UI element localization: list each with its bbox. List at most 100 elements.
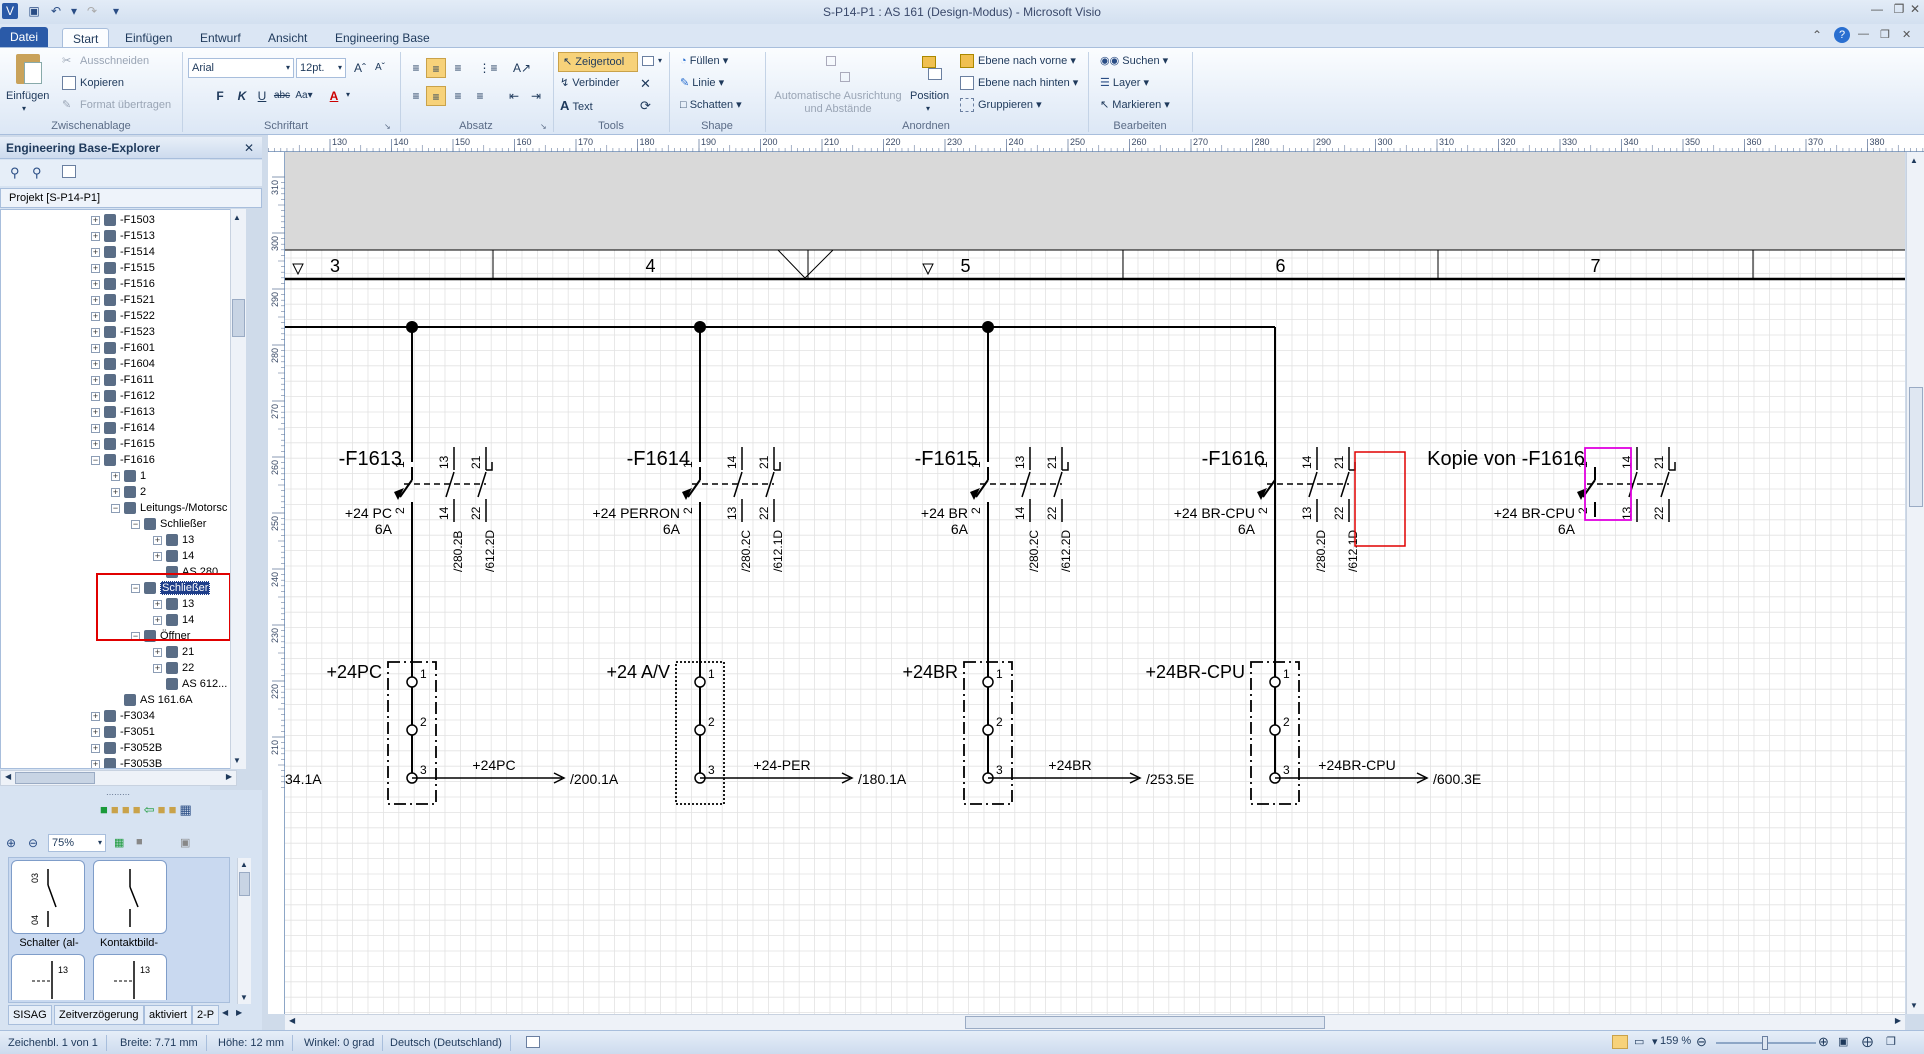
redo-icon[interactable]: ↷ [86, 4, 98, 18]
collapse-icon[interactable]: − [111, 502, 120, 513]
expand-icon[interactable]: + [153, 550, 162, 561]
tree-item[interactable]: AS 280.. [153, 564, 224, 580]
expand-icon[interactable]: + [91, 374, 100, 385]
align-center-button[interactable]: ≡ [426, 86, 446, 106]
search-icon[interactable]: ⚲ [10, 165, 20, 180]
bullets-button[interactable]: ⋮≡ [478, 61, 498, 75]
expand-icon[interactable]: + [91, 422, 100, 433]
tab-aktiviert[interactable]: aktiviert [144, 1005, 192, 1025]
tree-item[interactable]: −Leitungs-/Motorsc [111, 500, 227, 516]
folder-up-icon[interactable]: ■ [157, 802, 166, 817]
paste-icon[interactable] [10, 52, 50, 88]
close-panel-icon[interactable]: ✕ [243, 141, 254, 155]
bring-forward-button[interactable]: Ebene nach vorne ▾ [960, 54, 1076, 69]
tree-item[interactable]: +21 [153, 644, 194, 660]
justify-button[interactable]: ≡ [476, 89, 484, 103]
zoom-slider-thumb[interactable] [1762, 1036, 1768, 1050]
zoom-level[interactable]: 159 % [1660, 1035, 1692, 1047]
tree-item[interactable]: +-F1514 [91, 244, 155, 260]
expand-icon[interactable]: + [91, 390, 100, 401]
stencil-contact-shape[interactable] [93, 860, 167, 934]
expand-icon[interactable]: + [91, 326, 100, 337]
paragraph-dialog-launcher-icon[interactable]: ↘ [540, 122, 547, 131]
expand-icon[interactable]: + [153, 598, 162, 609]
underline-button[interactable]: U [257, 89, 267, 103]
doc-restore-button[interactable]: ❐ [1880, 29, 1890, 41]
tree-item[interactable]: +1 [111, 468, 146, 484]
text-direction-button[interactable]: A↗ [512, 61, 532, 75]
tree-item[interactable]: +-F1613 [91, 404, 155, 420]
tab-datei[interactable]: Datei [0, 27, 49, 48]
shape-tool-dropdown-icon[interactable]: ▾ [658, 56, 663, 65]
tab-einfuegen[interactable]: Einfügen [125, 31, 173, 45]
stencil-scrollbar[interactable]: ▲ ▼ [237, 858, 251, 1004]
shadow-button[interactable]: □ Schatten ▾ [680, 99, 742, 111]
bold-button[interactable]: F [216, 89, 224, 103]
tree-item[interactable]: −Schließer [131, 580, 211, 596]
decrease-indent-button[interactable]: ⇤ [508, 89, 520, 103]
tree-item[interactable]: +2 [111, 484, 146, 500]
new-icon[interactable]: ■ [100, 802, 108, 817]
pan-zoom-icon[interactable]: ⨁ [1862, 1036, 1873, 1048]
save-icon[interactable]: ▣ [28, 4, 40, 18]
font-color-button[interactable]: A [329, 89, 339, 103]
tab-zeitverzoegerung[interactable]: Zeitverzögerung [54, 1005, 144, 1025]
collapse-icon[interactable]: − [131, 518, 140, 529]
tree-item[interactable]: AS 161.6A [111, 692, 193, 708]
expand-icon[interactable]: + [91, 214, 100, 225]
pointer-tool-button[interactable]: ↖ Zeigertool [558, 52, 638, 72]
layer-button[interactable]: ☰ Layer ▾ [1100, 77, 1150, 89]
filter-icon[interactable]: ⚲ [32, 165, 42, 180]
doc-close-button[interactable]: ✕ [1902, 29, 1912, 41]
zoom-out-icon[interactable]: ⊖ [28, 836, 39, 850]
tab-engineering-base[interactable]: Engineering Base [335, 31, 430, 45]
collapse-ribbon-icon[interactable]: ⌃ [1812, 28, 1823, 42]
tree-item[interactable]: +-F1503 [91, 212, 155, 228]
align-top-button[interactable]: ≡ [412, 61, 420, 75]
font-color-dropdown-icon[interactable]: ▾ [346, 90, 351, 99]
italic-button[interactable]: K [237, 89, 247, 103]
zoom-out-button[interactable]: ⊖ [1696, 1034, 1707, 1049]
font-dialog-launcher-icon[interactable]: ↘ [384, 122, 391, 131]
expand-icon[interactable]: + [91, 406, 100, 417]
align-bottom-button[interactable]: ≡ [454, 61, 462, 75]
position-dropdown-icon[interactable]: ▾ [926, 104, 931, 113]
expand-icon[interactable]: + [153, 662, 162, 673]
tree-item[interactable]: +-F1516 [91, 276, 155, 292]
line-button[interactable]: ✎ Linie ▾ [680, 77, 725, 89]
tree-item[interactable]: +-F1611 [91, 372, 154, 388]
tab-entwurf[interactable]: Entwurf [200, 31, 241, 45]
tree-item[interactable]: +14 [153, 548, 194, 564]
collapse-icon[interactable]: − [131, 582, 140, 593]
tree-item[interactable]: +-F1521 [91, 292, 155, 308]
strikethrough-button[interactable]: abc [273, 90, 291, 101]
format-painter-button[interactable]: ✎Format übertragen [62, 98, 172, 111]
expand-icon[interactable]: + [91, 710, 100, 721]
undo-icon[interactable]: ↶ [50, 4, 62, 18]
expand-icon[interactable]: + [91, 358, 100, 369]
grid-icon[interactable]: ▦ [179, 802, 192, 817]
status-dropdown-icon[interactable]: ▾ [1652, 1036, 1658, 1048]
tree-item[interactable]: −-F1616 [91, 452, 155, 468]
tree-item[interactable]: −Schließer [131, 516, 206, 532]
expand-icon[interactable]: + [91, 342, 100, 353]
folder-open-icon[interactable]: ■ [168, 802, 177, 817]
tree-item[interactable]: +-F3052B [91, 740, 162, 756]
tree-item[interactable]: AS 612... [153, 676, 227, 692]
auto-align-button-line2[interactable]: und Abstände [804, 103, 872, 115]
tab-ansicht[interactable]: Ansicht [268, 31, 308, 45]
fit-page-icon[interactable]: ▣ [1838, 1036, 1849, 1048]
zoom-in-button[interactable]: ⊕ [1818, 1034, 1829, 1049]
tab-start[interactable]: Start [62, 28, 110, 48]
expand-icon[interactable]: + [91, 246, 100, 257]
customize-qat-icon[interactable]: ▾ [112, 4, 120, 18]
minimize-button[interactable]: — [1871, 2, 1883, 16]
group-button[interactable]: Gruppieren ▾ [960, 98, 1042, 113]
expand-icon[interactable]: + [91, 278, 100, 289]
tree-item[interactable]: +13 [153, 532, 194, 548]
close-button[interactable]: ✕ [1909, 2, 1921, 16]
expand-icon[interactable]: + [91, 294, 100, 305]
find-button[interactable]: ◉◉ Suchen ▾ [1100, 55, 1169, 67]
